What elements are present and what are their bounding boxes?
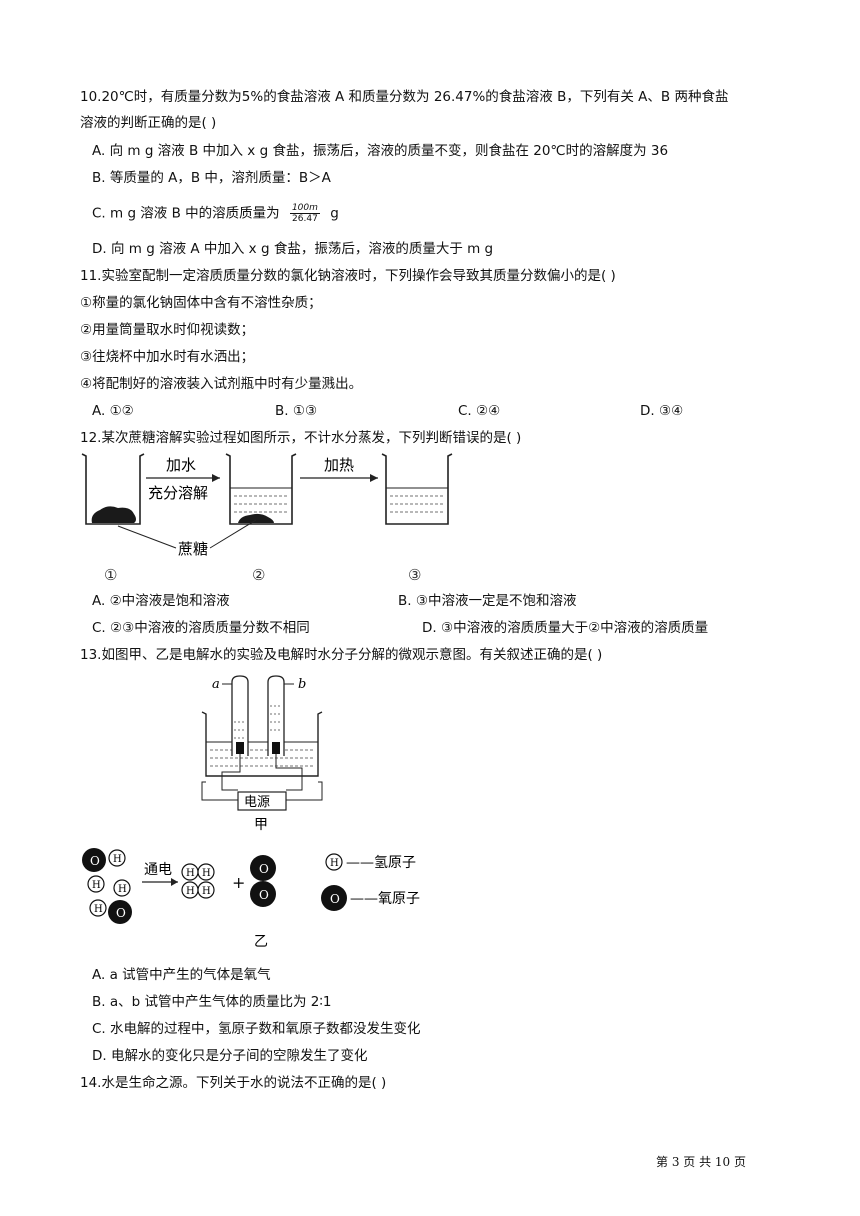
q12-stem: 12.某次蔗糖溶解实验过程如图所示，不计水分蒸发，下列判断错误的是( ) [80, 430, 522, 446]
q10-fraction-denominator: 26.47 [292, 214, 318, 224]
plus-sign: + [232, 873, 245, 892]
electrolysis-arrow-head [171, 878, 178, 886]
q12-figure: 加水 充分溶解 加热 蔗糖 ① ② ③ [81, 453, 453, 584]
power-supply-box [237, 791, 287, 811]
q11-statement-4: ④将配制好的溶液装入试剂瓶中时有少量溅出。 [80, 376, 363, 392]
sugar-pointer-2 [209, 519, 257, 549]
q11-statement-3: ③往烧杯中加水时有水洒出； [80, 349, 255, 365]
q10-option-a: A. 向 m g 溶液 B 中加入 x g 食盐，振荡后，溶液的质量不变，则食盐… [92, 143, 669, 159]
q11-statement-1: ①称量的氯化钠固体中含有不溶性杂质； [80, 295, 322, 311]
hydrogen-atom [108, 849, 126, 867]
test-tube-b [267, 675, 285, 756]
sugar-solid-1 [91, 506, 136, 523]
beaker-number-1: ① [104, 566, 117, 584]
arrow1-top-label: 加水 [166, 456, 196, 474]
q10-stem-line2: 溶液的判断正确的是( ) [80, 115, 217, 131]
q10-option-c-unit: g [330, 205, 339, 222]
legend-hydrogen-label: ——氢原子 [346, 855, 416, 871]
hydrogen-atom-letter: H [113, 854, 122, 865]
water-trough [201, 711, 323, 777]
outer-wire-left [201, 781, 238, 801]
hydrogen-atom-letter: H [202, 868, 211, 879]
hydrogen-atom [197, 863, 215, 881]
figure-jia-label: 甲 [254, 817, 268, 832]
electrode-a [236, 742, 244, 754]
hydrogen-atom-letter: H [92, 880, 101, 891]
test-tube-a [231, 675, 249, 756]
oxygen-atom-letter: O [90, 854, 100, 868]
q10-fraction: 100m 26.47 [289, 203, 320, 224]
oxygen-atom-black [82, 848, 106, 872]
q12-option-b: B. ③中溶液一定是不饱和溶液 [398, 593, 577, 609]
electrode-b [272, 742, 280, 754]
hydrogen-atom [89, 899, 107, 917]
legend-oxygen-letter: O [330, 892, 340, 906]
hydrogen-atom [87, 875, 105, 893]
tube-a-label: a [212, 677, 220, 692]
q13-option-d: D. 电解水的变化只是分子间的空隙发生了变化 [92, 1048, 368, 1064]
wire-left [221, 754, 241, 791]
wire-right [275, 754, 303, 791]
electrolysis-arrow-label: 通电 [144, 862, 172, 878]
arrow-1-head [212, 474, 220, 482]
oxygen-atom-letter: O [259, 888, 269, 902]
q13-stem: 13.如图甲、乙是电解水的实验及电解时水分子分解的微观示意图。有关叙述正确的是(… [80, 647, 603, 663]
oxygen-atom-letter: O [259, 862, 269, 876]
beaker-2 [225, 453, 297, 525]
beaker-number-3: ③ [408, 566, 421, 584]
q11-option-c: C. ②④ [458, 403, 501, 419]
q13-figure-jia: a b 电源 甲 [201, 675, 323, 832]
arrow1-bottom-label: 充分溶解 [148, 484, 208, 502]
oxygen-atom-letter: O [116, 906, 126, 920]
legend-oxygen-atom [321, 885, 347, 911]
oxygen-atom-black [108, 900, 132, 924]
beaker-number-2: ② [252, 566, 265, 584]
q10-option-c-text: C. m g 溶液 B 中的溶质质量为 [92, 205, 280, 222]
sugar-solid-2 [238, 513, 274, 523]
q10-option-d: D. 向 m g 溶液 A 中加入 x g 食盐，振荡后，溶液的质量大于 m g [92, 241, 494, 257]
q10-stem-line1: 10.20℃时，有质量分数为5%的食盐溶液 A 和质量分数为 26.47%的食盐… [80, 89, 729, 105]
q11-option-b: B. ①③ [275, 403, 318, 419]
q13-option-a: A. a 试管中产生的气体是氧气 [92, 967, 271, 983]
q11-statement-2: ②用量筒量取水时仰视读数； [80, 322, 255, 338]
figure-yi-label: 乙 [254, 934, 268, 950]
q12-option-d: D. ③中溶液的溶质质量大于②中溶液的溶质质量 [422, 620, 709, 636]
sugar-label: 蔗糖 [178, 540, 208, 558]
beaker-1 [81, 453, 145, 525]
q13-option-c: C. 水电解的过程中，氢原子数和氧原子数都没发生变化 [92, 1021, 421, 1037]
hydrogen-atom [197, 881, 215, 899]
q10-option-c: C. m g 溶液 B 中的溶质质量为 100m 26.47 g [92, 203, 339, 224]
oxygen-atom-black [250, 855, 276, 881]
hydrogen-atom-letter: H [94, 904, 103, 915]
q13-option-b: B. a、b 试管中产生气体的质量比为 2∶1 [92, 994, 332, 1010]
beaker-3 [381, 453, 453, 525]
q10-fraction-numerator: 100m [289, 203, 320, 214]
q10-option-b: B. 等质量的 A，B 中，溶剂质量：B＞A [92, 170, 331, 186]
oxygen-atom-black [250, 881, 276, 907]
legend-hydrogen-letter: H [330, 858, 339, 869]
q14-stem: 14.水是生命之源。下列关于水的说法不正确的是( ) [80, 1075, 387, 1091]
sugar-pointer-1 [117, 525, 177, 549]
q12-option-a: A. ②中溶液是饱和溶液 [92, 593, 230, 609]
hydrogen-atom-letter: H [186, 868, 195, 879]
q11-stem: 11.实验室配制一定溶质质量分数的氯化钠溶液时，下列操作会导致其质量分数偏小的是… [80, 268, 616, 284]
hydrogen-atom-letter: H [202, 886, 211, 897]
q11-option-a: A. ①② [92, 403, 134, 419]
tube-b-label: b [298, 677, 306, 692]
hydrogen-atom-letter: H [118, 884, 127, 895]
arrow2-label: 加热 [324, 456, 354, 474]
hydrogen-atom-letter: H [186, 886, 195, 897]
legend-hydrogen-atom [325, 853, 343, 871]
page-footer: 第 3 页 共 10 页 [656, 1155, 746, 1169]
q13-figure-yi: O H H H H O 通电 H H H H + O O H ——氢原子 O [82, 848, 420, 950]
outer-wire-right [286, 781, 323, 801]
q11-option-d: D. ③④ [640, 403, 684, 419]
q12-option-c: C. ②③中溶液的溶质质量分数不相同 [92, 620, 310, 636]
power-supply-label: 电源 [244, 795, 270, 810]
hydrogen-atom [113, 879, 131, 897]
legend-oxygen-label: ——氧原子 [350, 891, 420, 907]
arrow-2-head [370, 474, 378, 482]
